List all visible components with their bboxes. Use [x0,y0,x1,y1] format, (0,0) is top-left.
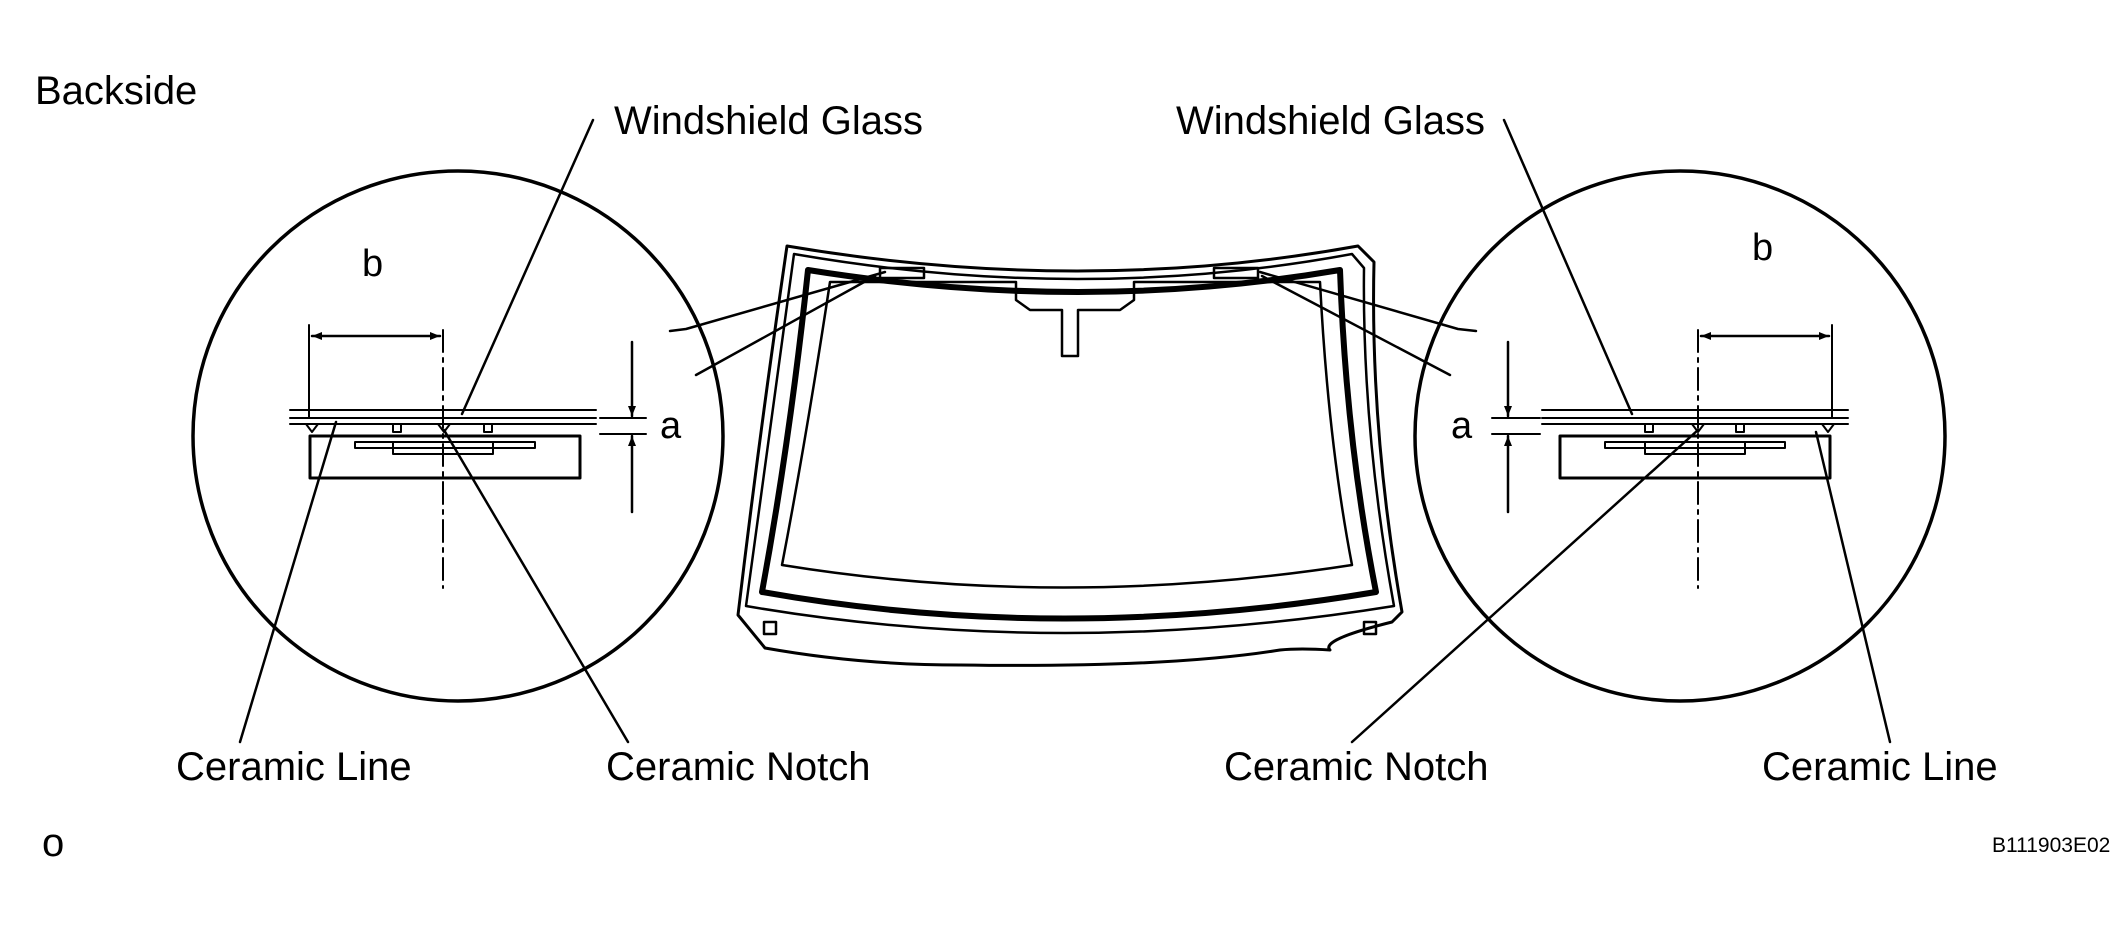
dimension-a-right: a [1451,405,1473,447]
right-detail-outline [1413,169,1947,703]
windshield-viewing-area [780,280,1354,589]
left-detail-circle [191,169,725,703]
dimension-b-right: b [1752,227,1773,269]
windshield-glass-label-left: Windshield Glass [614,99,923,143]
dimension-a-left: a [660,405,682,447]
left-detail-outline [191,169,725,703]
ceramic-line-label-left: Ceramic Line [176,745,412,789]
windshield-outer-edge [736,244,1404,667]
corner-mark: o [42,821,64,865]
right-bracket [1558,434,1832,480]
figure-code: B111903E02 [1992,834,2110,857]
windshield-outline [736,244,1404,667]
backside-label: Backside [35,69,197,113]
bottom-left-clip [762,620,778,636]
windshield-ceramic-band [759,267,1379,622]
left-bracket [308,434,582,480]
ceramic-notch-label-right: Ceramic Notch [1224,745,1489,789]
ceramic-notch-right-window [1212,266,1260,280]
right-detail-circle [1413,169,1947,703]
bottom-right-clip [1362,620,1378,636]
callout-leaders [238,118,1892,744]
ceramic-line-label-right: Ceramic Line [1762,745,1998,789]
windshield-glass-label-right: Windshield Glass [1176,99,1485,143]
windshield-frame-edge [744,252,1396,635]
ceramic-notch-label-left: Ceramic Notch [606,745,871,789]
dimension-b-left: b [362,243,383,285]
magnify-leaders [668,270,1478,377]
